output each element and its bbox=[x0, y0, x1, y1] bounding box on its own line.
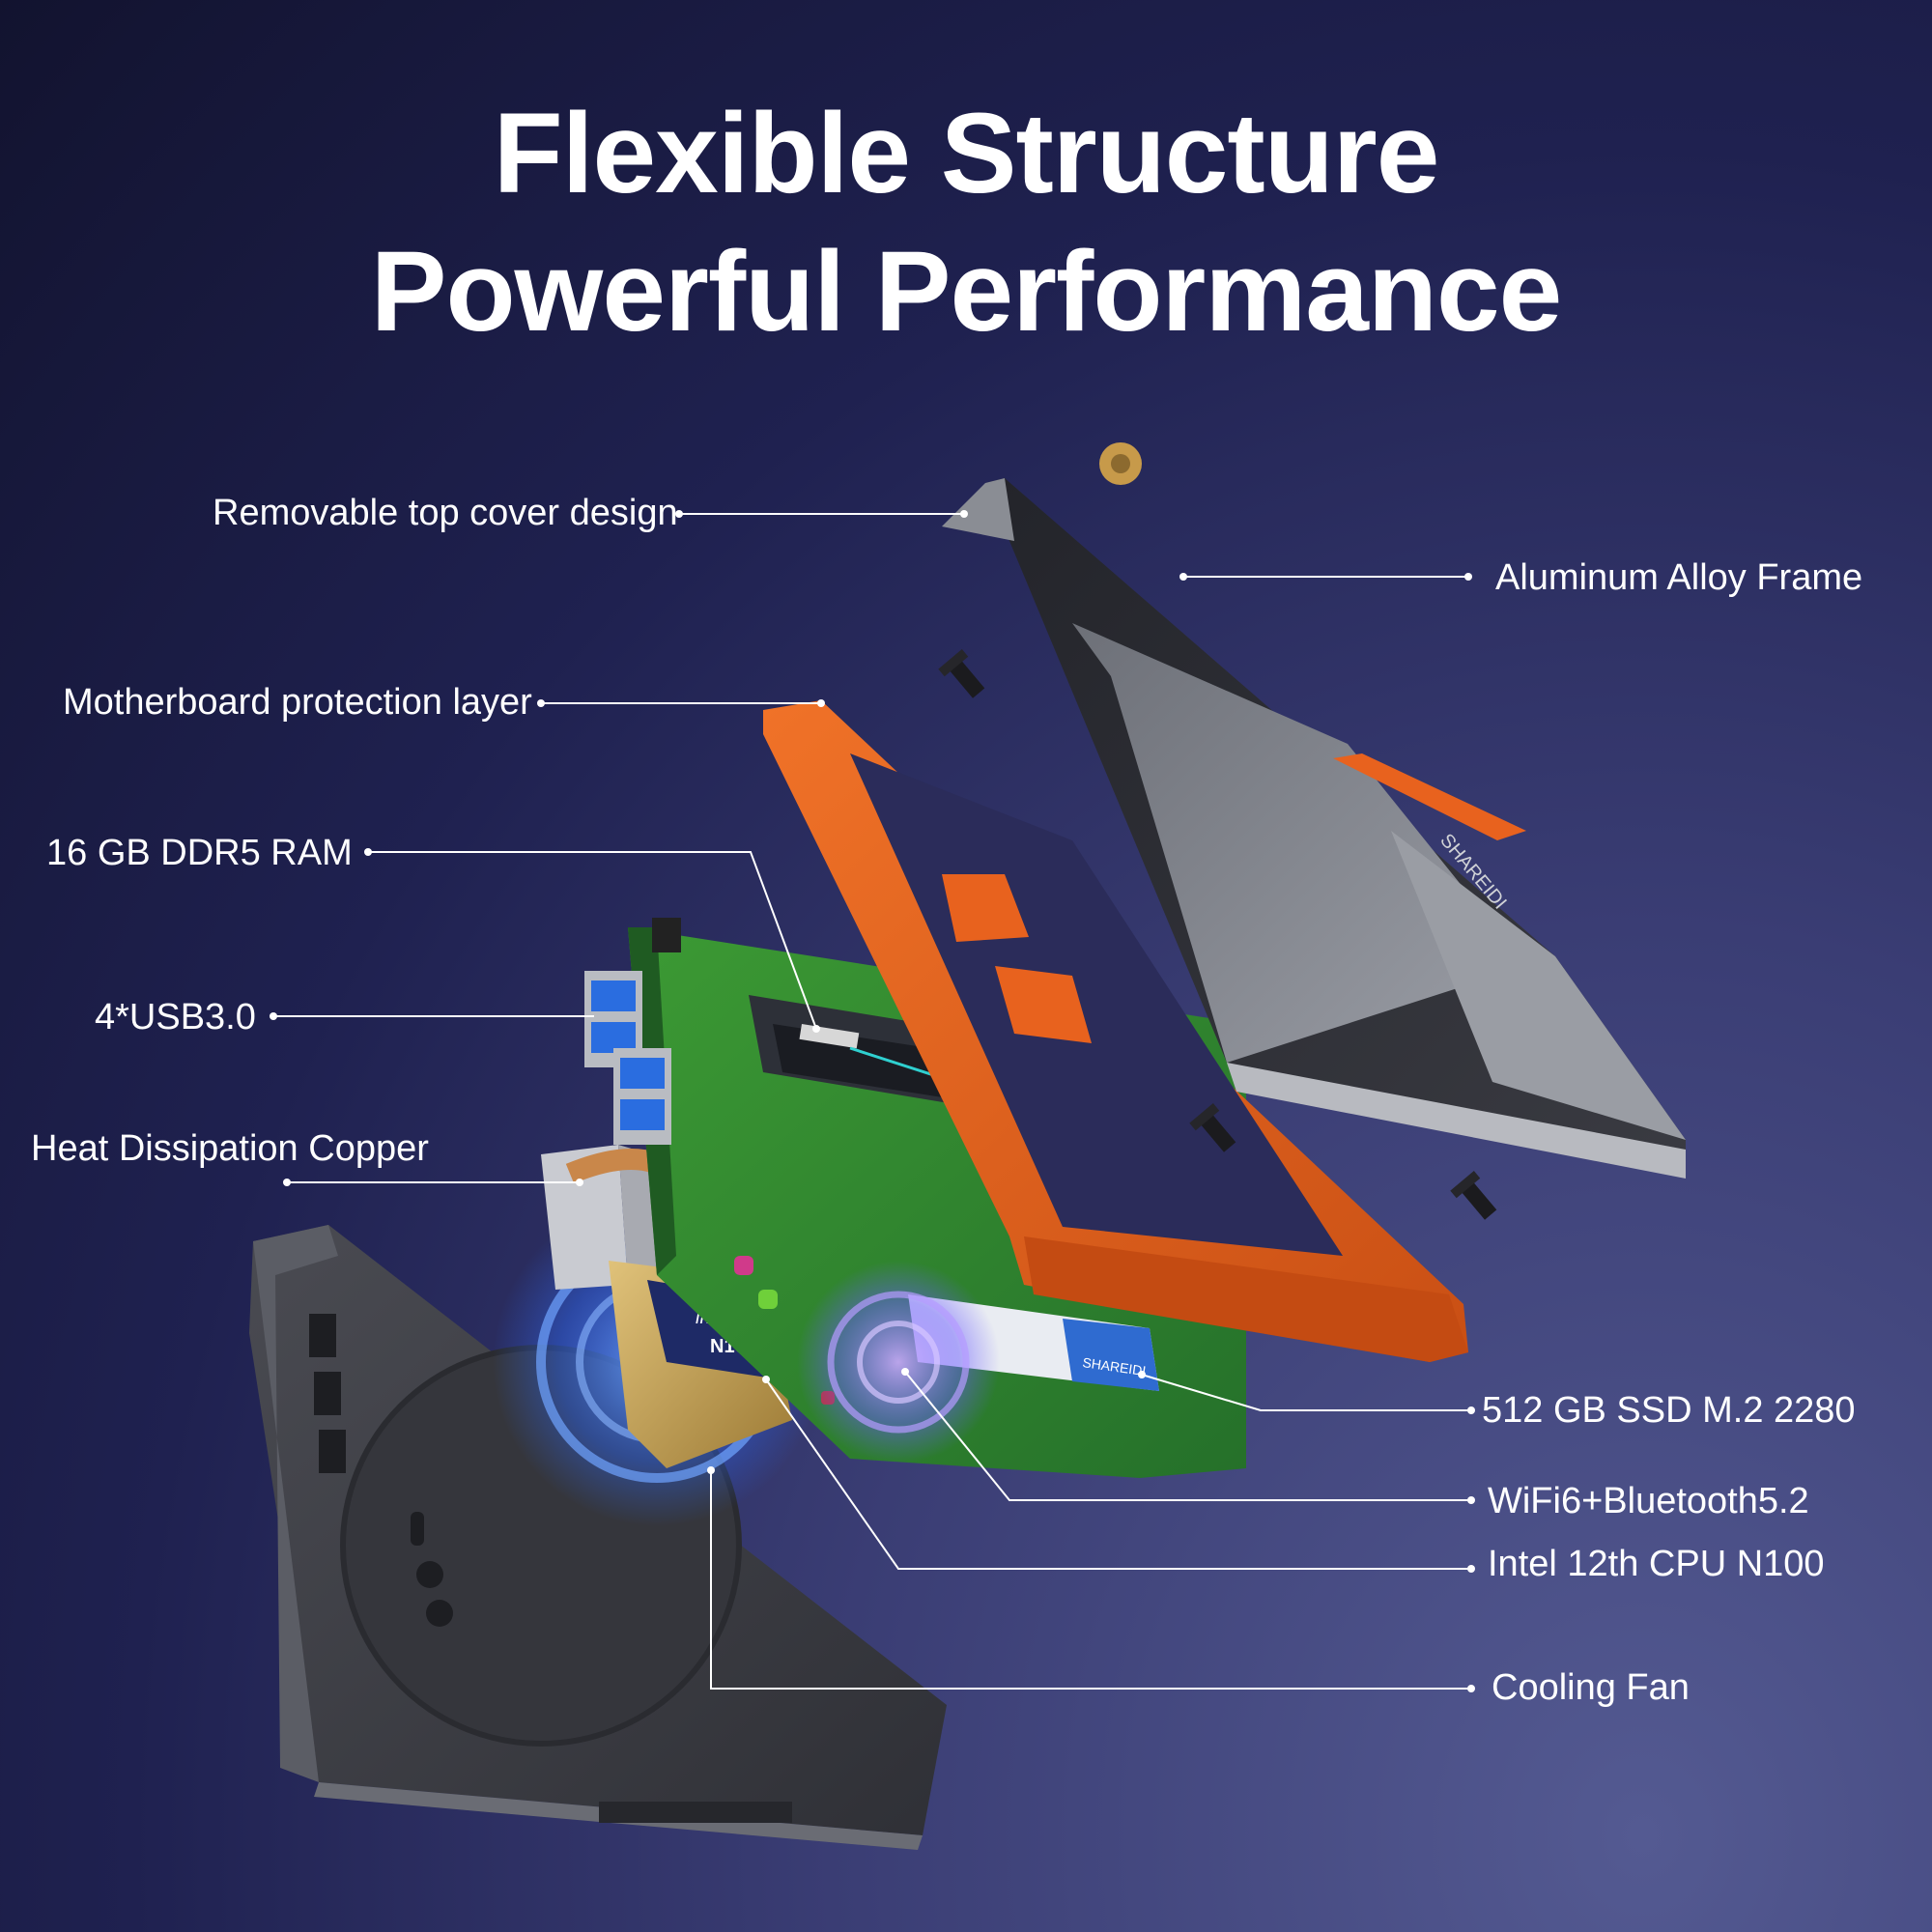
callout-dots bbox=[270, 510, 1475, 1692]
callout-top-cover: Removable top cover design bbox=[213, 493, 678, 533]
wifi-module-glow bbox=[797, 1261, 1000, 1463]
callout-ram: 16 GB DDR5 RAM bbox=[46, 833, 353, 873]
headline-line-2: Powerful Performance bbox=[370, 228, 1562, 355]
line-wifi bbox=[904, 1371, 1471, 1501]
line-fan bbox=[710, 1470, 1471, 1690]
aluminum-top-cover: SHAREIDI bbox=[942, 478, 1686, 1179]
usb-ports bbox=[584, 971, 671, 1145]
callout-lines bbox=[273, 513, 1471, 1690]
callout-usb: 4*USB3.0 bbox=[95, 997, 256, 1037]
line-ssd bbox=[1141, 1374, 1471, 1411]
callout-cooling-fan: Cooling Fan bbox=[1492, 1667, 1690, 1708]
line-cpu bbox=[765, 1378, 1471, 1570]
callout-aluminum-frame: Aluminum Alloy Frame bbox=[1495, 557, 1863, 598]
screws bbox=[938, 442, 1497, 1220]
headline-line-1: Flexible Structure bbox=[493, 90, 1440, 217]
callout-protection-layer: Motherboard protection layer bbox=[63, 682, 532, 723]
callout-cpu: Intel 12th CPU N100 bbox=[1488, 1544, 1825, 1584]
callout-ssd: 512 GB SSD M.2 2280 bbox=[1482, 1390, 1856, 1431]
callout-wifi: WiFi6+Bluetooth5.2 bbox=[1488, 1481, 1809, 1521]
callout-heat-copper: Heat Dissipation Copper bbox=[31, 1128, 429, 1169]
line-ram bbox=[368, 851, 817, 1030]
